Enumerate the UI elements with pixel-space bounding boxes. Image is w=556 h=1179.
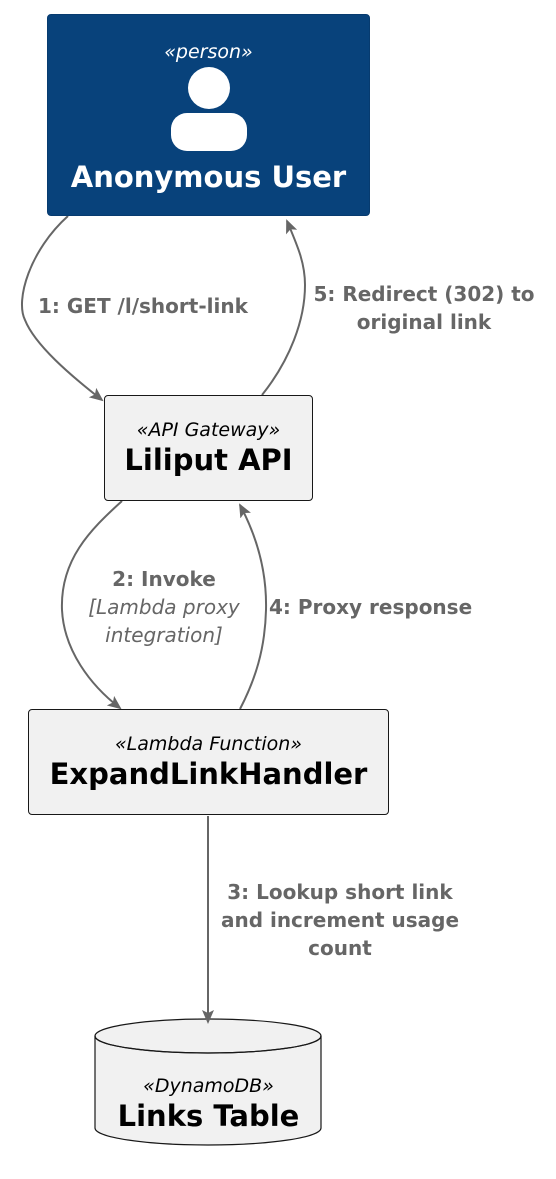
api-stereotype: «API Gateway» bbox=[136, 419, 281, 441]
edge-5-label-line2: original link bbox=[356, 310, 492, 334]
lambda-name: ExpandLinkHandler bbox=[49, 757, 368, 791]
api-name: Liliput API bbox=[124, 443, 293, 477]
db-name: Links Table bbox=[117, 1099, 300, 1133]
edge-2-label: 2: Invoke [Lambda proxy integration] bbox=[68, 565, 260, 649]
liliput-api-node[interactable]: «API Gateway» Liliput API bbox=[104, 395, 313, 501]
edge-5-arrow bbox=[261, 219, 307, 396]
edge-4-arrow bbox=[239, 503, 268, 710]
anonymous-user-node[interactable]: «person» Anonymous User bbox=[47, 14, 370, 216]
edge-4-label: 4: Proxy response bbox=[269, 595, 473, 619]
edge-2-technology-line1: [Lambda proxy bbox=[88, 595, 240, 619]
edge-1-arrow bbox=[21, 215, 104, 402]
db-stereotype: «DynamoDB» bbox=[143, 1075, 274, 1097]
expand-link-handler-node[interactable]: «Lambda Function» ExpandLinkHandler bbox=[28, 709, 389, 815]
edge-5-label-line1: 5: Redirect (302) to bbox=[313, 282, 535, 306]
edge-3-label-line3: count bbox=[308, 936, 372, 960]
edge-2-technology-line2: integration] bbox=[105, 623, 223, 647]
edge-3-label: 3: Lookup short link and increment usage… bbox=[206, 878, 474, 962]
edge-5-label: 5: Redirect (302) to original link bbox=[308, 280, 540, 336]
user-stereotype: «person» bbox=[164, 41, 253, 63]
lambda-stereotype: «Lambda Function» bbox=[114, 733, 303, 755]
links-table-node[interactable]: «DynamoDB» Links Table bbox=[94, 1018, 323, 1146]
person-icon bbox=[169, 67, 249, 155]
edge-3-label-line2: and increment usage bbox=[220, 908, 460, 932]
user-name: Anonymous User bbox=[70, 160, 347, 194]
edge-3-label-line1: 3: Lookup short link bbox=[227, 880, 453, 904]
edge-2-label-text: 2: Invoke bbox=[112, 567, 216, 591]
edge-1-label: 1: GET /l/short-link bbox=[38, 294, 248, 318]
edge-2-arrow bbox=[60, 500, 123, 710]
